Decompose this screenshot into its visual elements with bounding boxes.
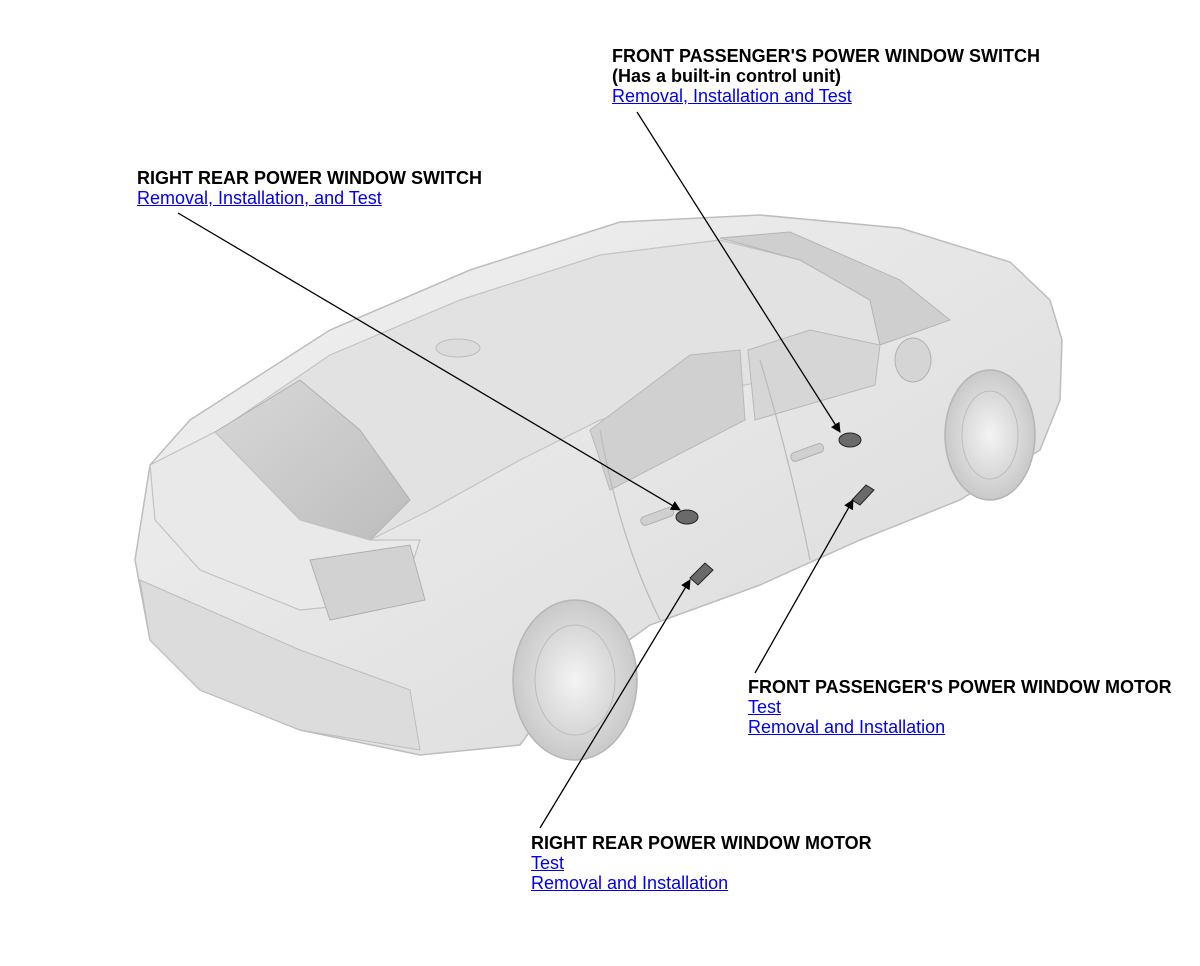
callout-title: FRONT PASSENGER'S POWER WINDOW SWITCH xyxy=(612,46,1040,66)
rear-door-handle xyxy=(640,507,675,526)
callout-title: RIGHT REAR POWER WINDOW SWITCH xyxy=(137,168,482,188)
tail-light xyxy=(309,544,426,621)
front-passenger-switch-component xyxy=(838,432,862,448)
right-rear-switch-component xyxy=(675,509,699,525)
callout-right-rear-motor: RIGHT REAR POWER WINDOW MOTOR Test Remov… xyxy=(531,833,872,893)
leader-line-right-rear-motor xyxy=(539,579,691,829)
door-line-front xyxy=(759,359,811,561)
callout-right-rear-switch: RIGHT REAR POWER WINDOW SWITCH Removal, … xyxy=(137,168,482,208)
rear-wheel xyxy=(512,599,638,761)
link-removal-installation-test[interactable]: Removal, Installation, and Test xyxy=(137,188,382,208)
callout-front-passenger-switch: FRONT PASSENGER'S POWER WINDOW SWITCH (H… xyxy=(612,46,1040,106)
door-line-rear xyxy=(599,429,661,621)
windshield xyxy=(719,231,952,346)
antenna xyxy=(435,338,481,358)
link-test[interactable]: Test xyxy=(748,697,782,717)
callout-title: FRONT PASSENGER'S POWER WINDOW MOTOR xyxy=(748,677,1172,697)
leader-line-front-passenger-switch xyxy=(636,111,841,433)
leader-line-front-passenger-motor xyxy=(754,499,854,674)
car-illustration xyxy=(134,214,1063,761)
front-door-handle xyxy=(790,443,825,462)
callout-title: RIGHT REAR POWER WINDOW MOTOR xyxy=(531,833,872,853)
rear-bumper xyxy=(139,579,421,751)
link-removal-installation[interactable]: Removal and Installation xyxy=(531,873,729,893)
front-passenger-motor-component xyxy=(851,484,875,506)
callout-subtitle: (Has a built-in control unit) xyxy=(612,66,841,86)
link-removal-installation[interactable]: Removal and Installation xyxy=(748,717,946,737)
front-wheel xyxy=(944,369,1036,501)
link-test[interactable]: Test xyxy=(531,853,565,873)
callout-front-passenger-motor: FRONT PASSENGER'S POWER WINDOW MOTOR Tes… xyxy=(748,677,1172,737)
right-rear-motor-component xyxy=(689,562,714,586)
rear-side-window xyxy=(589,349,746,491)
leader-line-right-rear-switch xyxy=(177,212,681,511)
side-mirror xyxy=(894,337,932,383)
link-removal-installation-test[interactable]: Removal, Installation and Test xyxy=(612,86,852,106)
front-side-window xyxy=(747,329,881,421)
